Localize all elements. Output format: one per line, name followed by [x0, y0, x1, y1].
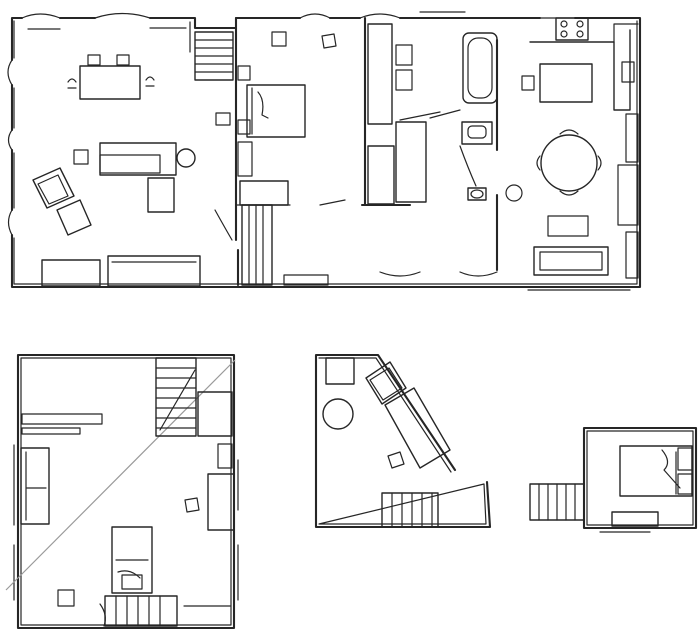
bedroom	[237, 31, 337, 286]
dining-table	[67, 54, 155, 100]
wall-cabinet-3	[625, 231, 639, 279]
upper-desk	[184, 443, 235, 531]
chair-island-left	[521, 75, 535, 91]
upper-stool	[57, 589, 75, 607]
bath-door-knob	[505, 184, 523, 202]
nightstand-bottom	[237, 119, 251, 135]
attic-shelf	[325, 357, 355, 385]
armchairs	[32, 167, 92, 236]
attic-walls	[314, 353, 492, 529]
ottoman	[73, 149, 89, 165]
stove	[555, 17, 589, 41]
annex-stairs	[529, 483, 585, 521]
upper-bed	[111, 526, 153, 594]
ground-floor-stairs	[194, 31, 273, 286]
attic-round-table	[322, 398, 354, 430]
bathtub	[462, 32, 498, 104]
bed	[246, 84, 306, 138]
annex-nightstand	[677, 447, 693, 471]
hall-bench	[367, 145, 395, 205]
attic-chair	[387, 451, 405, 469]
upper-floor-plan	[5, 353, 239, 630]
ground-floor-plan	[7, 11, 642, 291]
toilet	[467, 187, 487, 201]
bedroom-cabinet	[237, 141, 253, 177]
attic-stairs	[381, 492, 439, 528]
desk-chairs	[271, 31, 337, 49]
round-dining-table	[536, 129, 602, 196]
attic-desk	[365, 361, 451, 469]
hall-shelf-2	[395, 69, 413, 91]
hall-cabinet	[395, 121, 427, 203]
wall-cabinet-2	[617, 164, 639, 226]
ground-floor-interior-walls	[189, 16, 499, 287]
upper-stairs-bottom	[99, 595, 178, 627]
annex-bench	[611, 511, 659, 527]
wardrobe-bedroom	[239, 180, 289, 206]
sink	[461, 121, 493, 145]
upper-floor-walls	[13, 353, 239, 630]
annex-nightstand-2	[677, 473, 693, 495]
section-line	[5, 359, 236, 591]
hall-shelf	[395, 44, 413, 66]
sofa	[99, 142, 177, 213]
living-room	[32, 54, 231, 287]
shelf-bedroom	[283, 274, 329, 286]
upper-sofa	[20, 447, 50, 525]
hall-wardrobe	[367, 23, 393, 125]
wall-cabinet-1	[625, 113, 639, 163]
bathroom	[459, 32, 523, 202]
sideboard	[41, 255, 201, 287]
annex-plan	[529, 426, 698, 533]
upper-shelves	[21, 413, 103, 435]
kitchen-island	[539, 63, 593, 103]
kitchen-counter	[529, 29, 631, 111]
upper-stairs	[155, 357, 233, 437]
annex-walls	[582, 426, 698, 533]
chair-left-of-wall	[215, 112, 231, 126]
kitchen-dining	[521, 17, 639, 291]
nightstand-top	[237, 65, 251, 81]
kitchen-shelf-right	[621, 61, 635, 83]
kitchen-sofa	[533, 246, 609, 276]
side-table-round	[176, 148, 196, 168]
hallway	[367, 23, 427, 205]
annex-bed	[619, 445, 693, 497]
attic-plan	[314, 353, 492, 529]
kitchen-bench	[547, 215, 589, 237]
ground-floor-outer-walls	[7, 11, 642, 289]
